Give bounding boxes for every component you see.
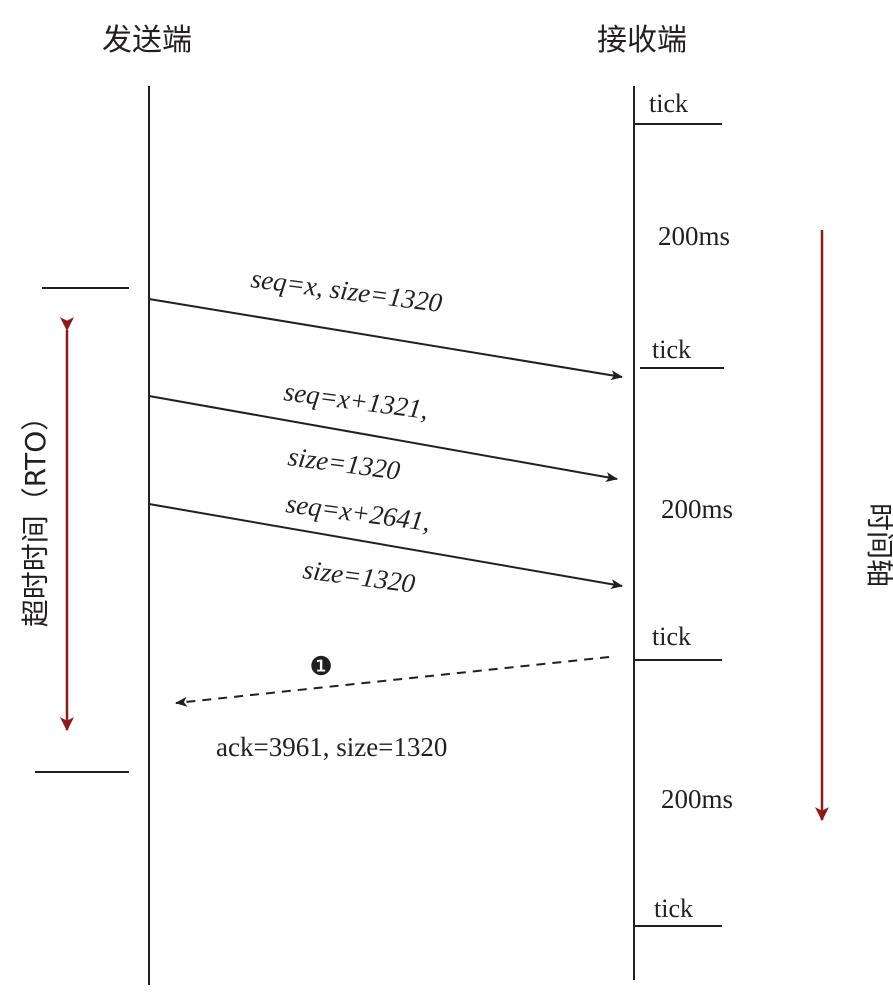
receiver-label: 接收端 (597, 23, 687, 58)
segment-arrow-2 (148, 395, 618, 483)
segment-label-3-line2: size=1320 (301, 554, 417, 599)
interval-label-3: 200ms (661, 784, 733, 814)
rto-label: 超时时间（RTO） (19, 403, 52, 628)
tick-label-3: tick (652, 622, 691, 651)
tick-label-1: tick (649, 89, 688, 118)
sender-label: 发送端 (102, 23, 192, 58)
ack-arrow (175, 656, 610, 707)
segment-label-3-line1: seq=x+2641, (284, 488, 432, 537)
time-axis-label: 时间轴 (863, 503, 893, 587)
ack-marker: ❶ (309, 652, 332, 682)
segment-label-1: seq=x, size=1320 (249, 263, 444, 318)
segment-arrow-3 (148, 503, 623, 590)
interval-label-2: 200ms (661, 494, 733, 524)
tick-label-4: tick (654, 894, 693, 923)
segment-label-2-line1: seq=x+1321, (282, 376, 430, 425)
segment-arrow-1 (148, 298, 623, 381)
tick-label-2: tick (652, 335, 691, 364)
ack-label: ack=3961, size=1320 (216, 732, 447, 762)
segment-label-2-line2: size=1320 (286, 441, 402, 486)
interval-label-1: 200ms (658, 221, 730, 251)
